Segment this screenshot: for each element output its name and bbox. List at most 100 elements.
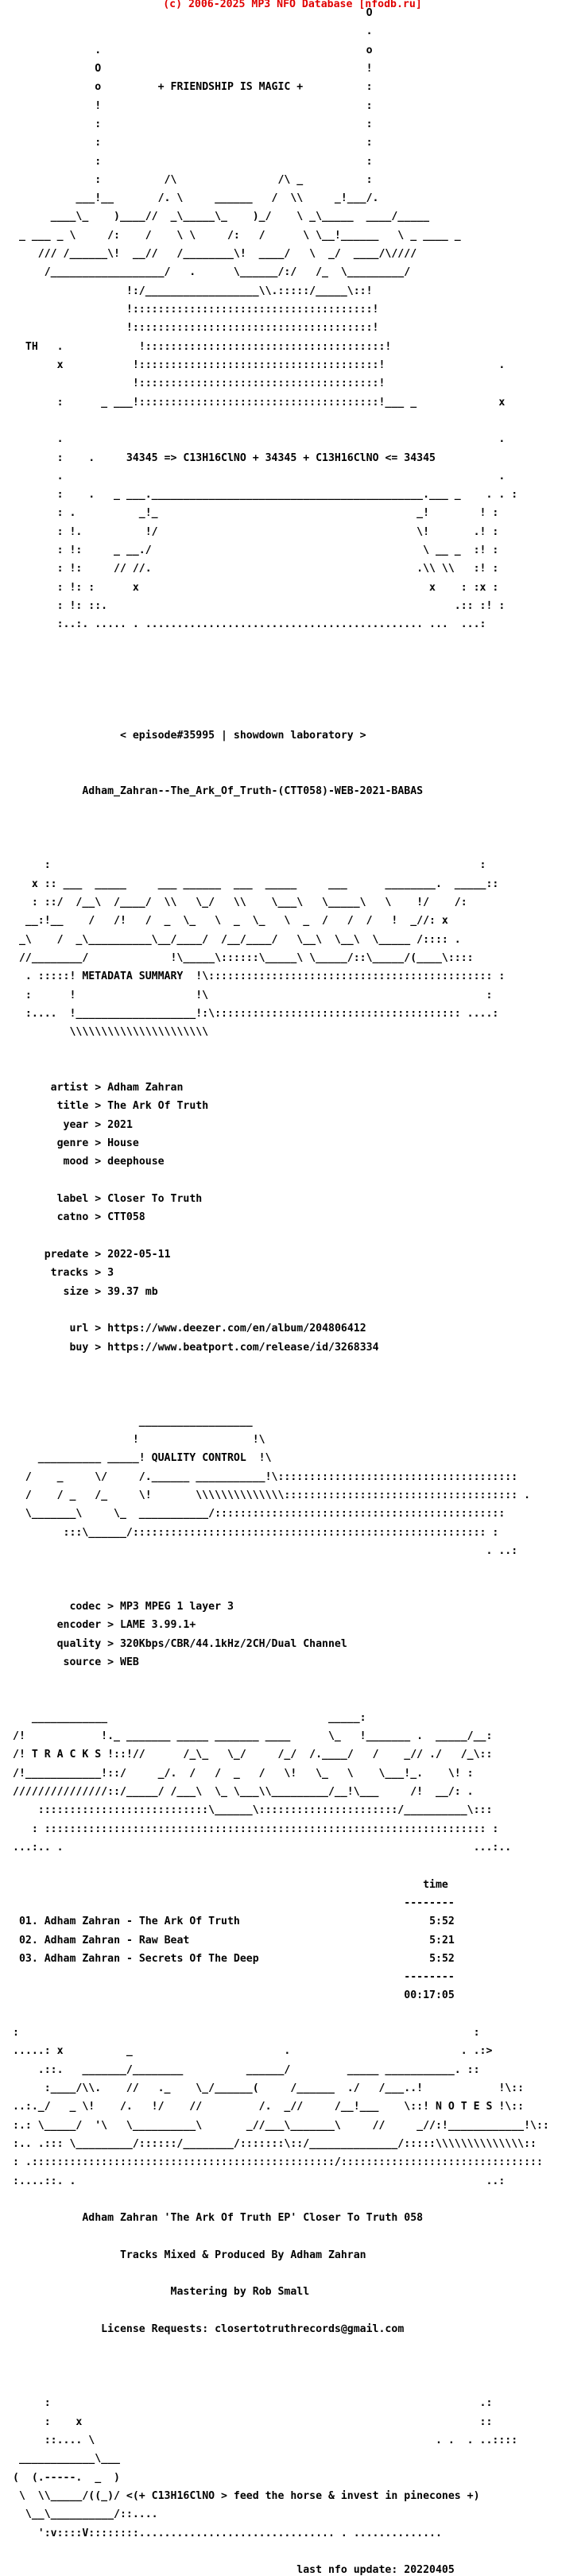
notes-line: Mastering by Rob Small [13,2287,549,2297]
tracklist-header: time [13,1879,549,1889]
art-line: ...:.. . ...:.. [13,1841,512,1854]
footer-motto: <(+ C13H16ClNO > feed the horse & invest… [126,2489,480,2502]
art-line: !::::::::::::::::::::::::::::::::::::::! [13,304,379,316]
field-value-title: The Ark Of Truth [107,1100,209,1113]
art-line: __________ _____! QUALITY CONTROL !\ [13,1452,272,1465]
art-line: :____/\\. // ._ \_/______( /______ ./ /_… [13,2082,525,2094]
art-line [13,416,549,426]
quality-row: codec > MP3 MPEG 1 layer 3 [69,1600,234,1613]
art-line [13,1380,549,1389]
art-line [13,843,549,852]
art-line [13,1695,549,1704]
art-line [13,824,549,834]
art-line [13,2010,549,2020]
art-line: \ \\_____/((_)/ <(+ C13H16ClNO > feed th… [13,2489,480,2502]
art-line [13,676,549,685]
art-line: o + FRIENDSHIP IS MAGIC + : [13,81,373,94]
art-line: < episode#35995 | showdown laboratory > [13,730,549,741]
art-line: : !: // //. .\\ \\ :! : [13,563,499,575]
field-value-source: WEB [120,1656,139,1668]
quality-row: encoder > LAME 3.99.1+ [56,1619,196,1632]
art-line: /! !._ _______ _____ _______ ____ \_ !__… [13,1730,493,1743]
nfo-document: O . . o O ! o + [13,7,549,2575]
art-line [13,769,549,778]
tagline: + FRIENDSHIP IS MAGIC + [157,81,304,94]
art-line: . ..: [13,1544,518,1557]
art-line [13,1362,549,1371]
field-key-artist: artist [50,1082,89,1094]
art-line [13,1676,549,1686]
beatport-url-link[interactable]: https://www.beatport.com/release/id/3268… [107,1341,379,1354]
art-line: :.: \_____/ '\ \__________\ _//___\_____… [13,2119,549,2132]
deezer-url-link[interactable]: https://www.deezer.com/en/album/20480641… [107,1323,366,1335]
formula: 34345 => C13H16ClNO + 34345 + C13H16ClNO… [126,451,436,464]
field-value-artist: Adham Zahran [107,1082,184,1094]
field-key-title: title [56,1100,89,1113]
art-line: :::::::::::::::::::::::::::\______\:::::… [13,1804,493,1817]
art-line: : !: ::. .:: :! : [13,600,506,612]
art-line [13,1232,549,1242]
art-line: : : [13,155,373,168]
art-line: !::::::::::::::::::::::::::::::::::::::! [13,322,379,335]
art-line: _\ / _\__________\__/____/ /__/____/ \__… [13,933,461,946]
art-line [13,1306,549,1315]
art-line: : !: : x x : :x : [13,581,499,594]
nfodb-copyright-header: (c) 2006-2025 MP3 NFO Database [nfodb.ru… [163,0,422,10]
tracks-section-title: T R A C K S [31,1749,102,1761]
art-line: ::.... \ . . . ..:::: [13,2434,518,2446]
art-line: //________/ !\_____\::::::\_____\ \_____… [13,951,474,964]
art-line: -------- [13,1896,455,1909]
field-key-codec: codec [69,1600,102,1613]
track-time: 5:52 [429,1952,455,1965]
field-value-mood: deephouse [107,1156,165,1168]
art-line: /// /______\! __// /________\! ____/ \ _… [13,248,417,261]
track-number: 01. [18,1916,38,1928]
track-title: Adham Zahran - Raw Beat [44,1934,190,1947]
metadata-row: artist > Adham Zahran [50,1082,184,1094]
track-time: 5:52 [429,1916,455,1928]
art-line: .::. _______/________ ______/ _____ ____… [13,2063,480,2076]
art-line [13,2269,549,2279]
art-line [13,1565,549,1575]
notes-release-line: Adham Zahran 'The Ark Of Truth EP' Close… [82,2212,424,2225]
art-line: !::::::::::::::::::::::::::::::::::::::! [13,378,385,390]
art-line [13,639,549,649]
field-key-genre: genre [56,1137,89,1150]
art-line: :::\______/:::::::::::::::::::::::::::::… [13,1526,499,1539]
art-line: :..:. ..... . ..........................… [13,618,486,631]
art-line: !:/__________________\\.:::::/_____\::! [13,285,373,297]
art-line: : .: [13,2397,493,2410]
art-line: ..:._/ _ \! /. !/ // /. _// /__!___ \::!… [13,2101,525,2113]
quality-section-title: QUALITY CONTROL [151,1452,246,1465]
art-line: : : [13,137,373,149]
metadata-row: predate > 2022-05-11 [44,1248,171,1261]
field-value-encoder: LAME 3.99.1+ [119,1619,196,1632]
notes-line: License Requests: closertotruthrecords@g… [13,2324,549,2334]
notes-section-title: N O T E S [435,2101,493,2113]
art-line: ///////////////::/_____/ /___\ \_ \___\\… [13,1786,474,1798]
art-line: . . [13,433,506,446]
field-key-label: label [56,1193,89,1205]
field-key-size: size [63,1285,89,1298]
track-row: 03. Adham Zahran - Secrets Of The Deep 5… [13,1954,549,1964]
metadata-row: year > 2021 [63,1118,133,1131]
art-line [13,2547,549,2557]
art-line [13,2343,549,2353]
metadata-row: size > 39.37 mb [63,1285,158,1298]
art-line: . o [13,44,373,56]
tracklist-total: 00:17:05 [13,1989,549,2002]
art-line: ____\_ )____// _\_____\_ )_/ \ _\_____ _… [13,211,430,223]
art-line: \__\__________/::.... [13,2508,158,2521]
metadata-row: catno > CTT058 [56,1211,145,1224]
quality-row: quality > 320Kbps/CBR/44.1kHz/2CH/Dual C… [56,1637,347,1650]
total-time: 00:17:05 [404,1989,455,2002]
art-line: : _ ___!::::::::::::::::::::::::::::::::… [13,396,506,409]
art-line: : : [13,118,373,130]
art-line [13,1584,549,1594]
art-line: O [13,7,373,19]
art-line: : .:::::::::::::::::::::::::::::::::::::… [13,2156,543,2169]
art-line [13,2233,549,2242]
field-value-year: 2021 [107,1118,133,1131]
art-line: ____________\___ [13,2453,120,2466]
field-value-catno: CTT058 [107,1211,145,1224]
